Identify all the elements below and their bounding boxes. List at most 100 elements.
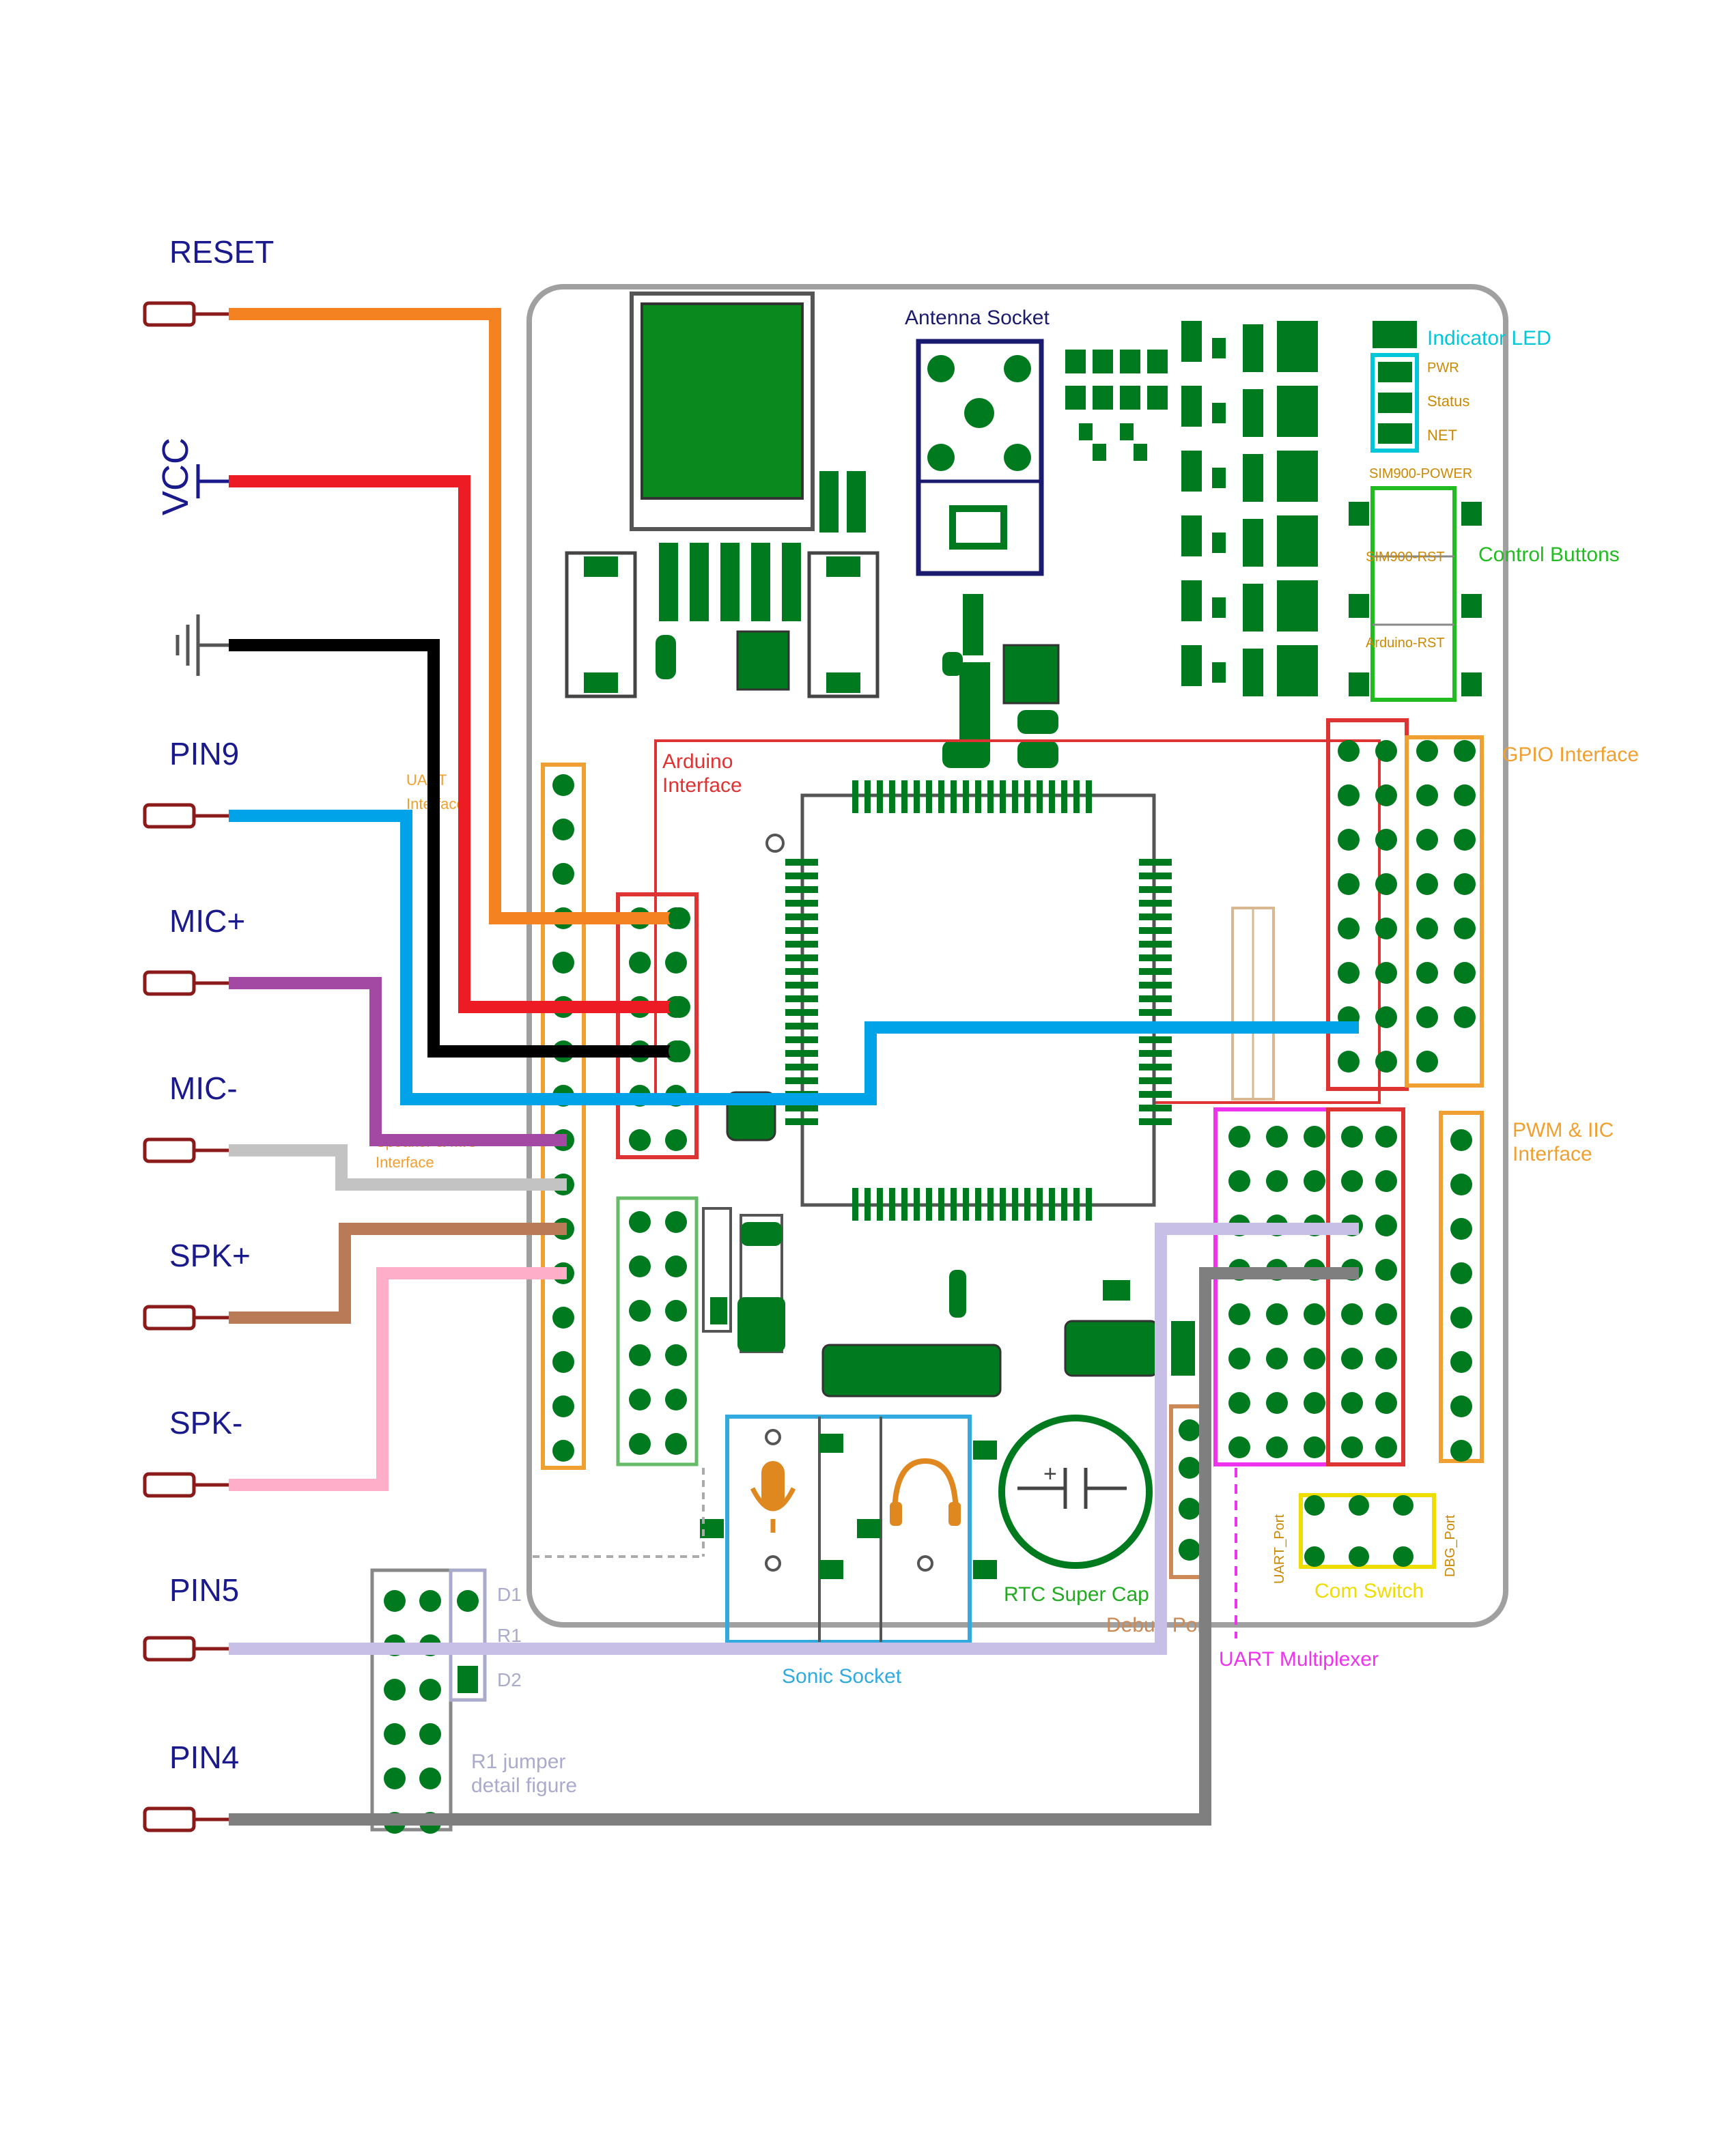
- chip-pin: [975, 1188, 981, 1221]
- jumper-pin: [419, 1768, 441, 1789]
- chip-pin: [938, 1188, 944, 1221]
- pwr-label: PWR: [1427, 360, 1459, 375]
- chip-pin: [785, 1023, 818, 1030]
- mux-pin: [1375, 1303, 1397, 1325]
- mux-pin: [1266, 1392, 1288, 1414]
- d1-label: D1: [497, 1584, 522, 1605]
- pin9-wire: [229, 810, 1359, 1105]
- pin5-label: PIN5: [169, 1572, 239, 1608]
- r1-jumper-detail: [370, 1568, 487, 1834]
- chip-pin: [1139, 886, 1172, 893]
- mux-pin: [1304, 1303, 1325, 1325]
- terminal-connector: [143, 803, 229, 829]
- header-pin: [552, 1307, 574, 1329]
- terminal-connector: [143, 1472, 229, 1498]
- chip-pin: [963, 780, 969, 813]
- header-pin: [665, 1344, 687, 1366]
- chip-pin: [975, 780, 981, 813]
- header-pin: [552, 819, 574, 840]
- terminal-body: [143, 1305, 196, 1331]
- reset-label: RESET: [169, 234, 274, 270]
- header-pin: [552, 1440, 574, 1462]
- gpio-pin: [1375, 740, 1397, 762]
- chip-pin: [987, 780, 994, 813]
- header-pin: [629, 952, 651, 974]
- pwm-pin: [1450, 1262, 1472, 1284]
- mux-pin: [1304, 1170, 1325, 1192]
- mux-pin: [1266, 1436, 1288, 1458]
- antenna-socket: [916, 339, 1044, 576]
- header-pin: [552, 863, 574, 885]
- d2-label: D2: [497, 1669, 522, 1690]
- gpio-pin: [1416, 1006, 1438, 1028]
- smd-grid: [1181, 321, 1318, 696]
- mic-plus-wire: [229, 977, 567, 1146]
- header-pin: [665, 1433, 687, 1455]
- jumper-pin: [384, 1723, 406, 1745]
- header-pin: [629, 1433, 651, 1455]
- chip-pin: [785, 1036, 818, 1043]
- mux-pin: [1266, 1126, 1288, 1148]
- pin4-label: PIN4: [169, 1740, 239, 1775]
- terminal-body: [143, 803, 196, 829]
- sonic-socket: [700, 1415, 997, 1644]
- mic-minus-wire: [229, 1144, 567, 1191]
- gpio-pin: [1416, 784, 1438, 806]
- chip-pin: [864, 780, 871, 813]
- status-label: Status: [1427, 393, 1469, 410]
- chip-pin: [785, 1050, 818, 1057]
- sim900-power-label: SIM900-POWER: [1369, 466, 1472, 481]
- wire-terminals: [669, 907, 690, 1062]
- chip-pin: [1139, 1077, 1172, 1084]
- terminal-connector: [143, 1806, 229, 1832]
- chip-pin: [1139, 859, 1172, 866]
- chip-pin: [926, 1188, 932, 1221]
- net-label: NET: [1427, 427, 1457, 444]
- arduino-interface-label-1: Arduino: [662, 750, 733, 773]
- chip-pin: [785, 859, 818, 866]
- mux-pin: [1375, 1215, 1397, 1236]
- chip-pin: [1139, 982, 1172, 989]
- chip-pin: [785, 1118, 818, 1125]
- gpio-pin: [1416, 918, 1438, 939]
- capacitor-right: [807, 551, 880, 698]
- chip-pin: [1024, 1188, 1030, 1221]
- indicator-led-label: Indicator LED: [1427, 327, 1551, 350]
- chip-pin: [1061, 780, 1067, 813]
- chip-pin: [1139, 1036, 1172, 1043]
- chip-pin: [926, 780, 932, 813]
- gpio-pin: [1338, 873, 1360, 895]
- chip-pin: [1139, 1105, 1172, 1111]
- chip-pin: [785, 913, 818, 920]
- mux-pin: [1228, 1303, 1250, 1325]
- gpio-pin: [1375, 1051, 1397, 1073]
- mux-pin: [1228, 1170, 1250, 1192]
- jumper-pin: [419, 1723, 441, 1745]
- chip-pin: [1139, 941, 1172, 948]
- chip-pin: [1139, 913, 1172, 920]
- chip-pin: [877, 1188, 883, 1221]
- uart-port-label: UART_Port: [1272, 1514, 1287, 1584]
- mux-pin: [1228, 1126, 1250, 1148]
- header-pin: [629, 1300, 651, 1322]
- capacitor-left: [565, 551, 637, 698]
- chip-pin: [877, 780, 883, 813]
- jumper-pin: [419, 1590, 441, 1612]
- jumper-pin: [384, 1590, 406, 1612]
- pin9-label: PIN9: [169, 736, 239, 771]
- ground-symbol-icon: [175, 614, 229, 676]
- chip-pin: [1139, 1118, 1172, 1125]
- terminal-connector: [143, 1636, 229, 1662]
- jumper-pin: [419, 1679, 441, 1701]
- com-switch-label: Com Switch: [1314, 1580, 1424, 1602]
- uart-interface-label-1: UART: [406, 771, 447, 789]
- chip-pin: [901, 780, 908, 813]
- chip-pin: [1000, 780, 1006, 813]
- pwm-i2c-label-2: Interface: [1513, 1143, 1592, 1165]
- terminal-connector: [143, 1305, 229, 1331]
- gpio-pin: [1375, 873, 1397, 895]
- mux-pin: [1304, 1348, 1325, 1370]
- mux-pin: [1341, 1392, 1363, 1414]
- chip-pin: [1037, 780, 1043, 813]
